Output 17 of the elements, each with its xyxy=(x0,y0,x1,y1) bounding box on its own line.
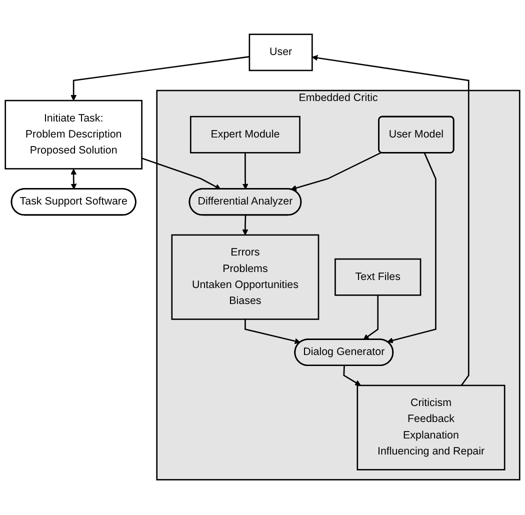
arrow xyxy=(70,56,250,102)
node-box: Text Files xyxy=(334,258,422,296)
arrow xyxy=(312,55,470,386)
arrow xyxy=(290,152,382,192)
arrow xyxy=(343,366,361,386)
arrow xyxy=(242,153,248,190)
arrow xyxy=(363,296,379,340)
node-box: Expert Module xyxy=(190,116,300,154)
node-box: Criticism Feedback Explanation Influencing and Repair xyxy=(356,385,506,471)
arrow xyxy=(142,158,221,190)
arrow xyxy=(242,216,248,236)
node-box: User xyxy=(248,34,313,72)
node-box: Errors Problems Untaken Opportunities Biases xyxy=(171,234,320,320)
arrow xyxy=(70,169,77,190)
arrow xyxy=(244,320,301,344)
arrow xyxy=(387,153,436,344)
node-box: Initiate Task: Problem Description Proposed Solution xyxy=(4,100,142,170)
